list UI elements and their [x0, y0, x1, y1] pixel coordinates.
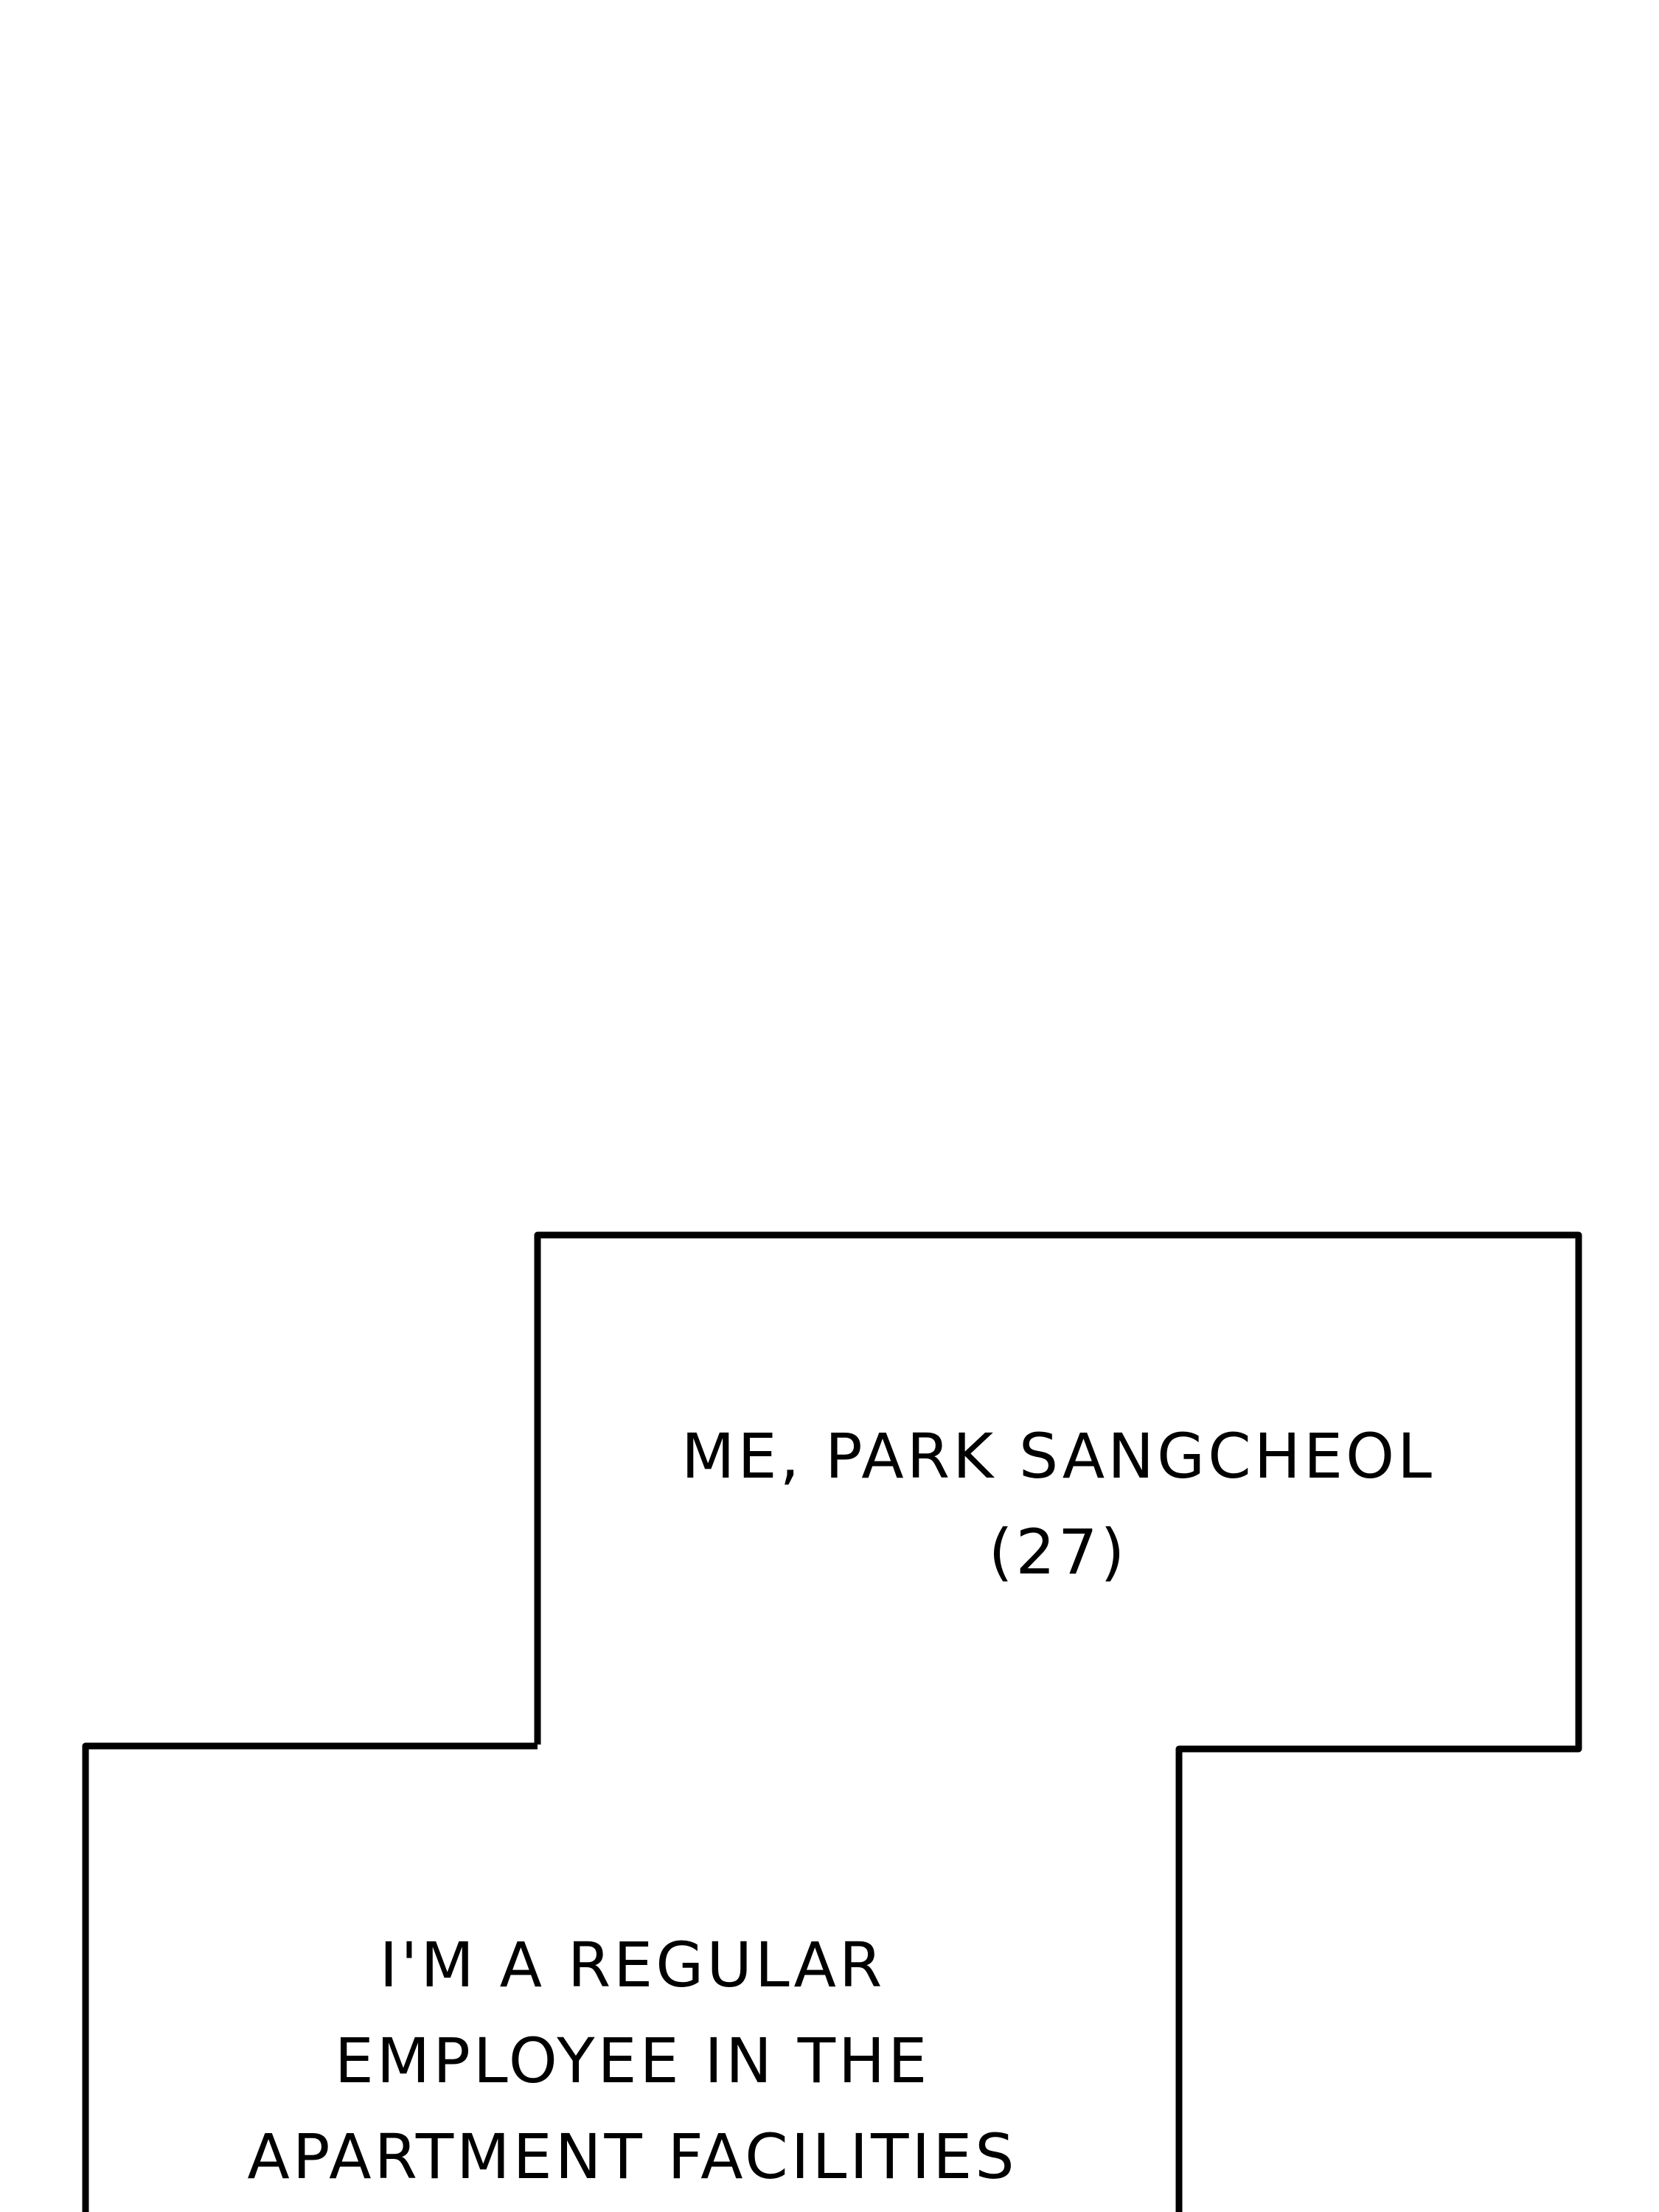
- caption-occupation: I'M A REGULAR EMPLOYEE IN THE APARTMENT …: [88, 1917, 1176, 2205]
- caption-box-lower: [82, 1742, 538, 2212]
- caption-line: (27): [988, 1516, 1128, 1588]
- caption-box-upper: [534, 1231, 1582, 2212]
- caption-name-age: ME, PARK SANGCHEOL (27): [542, 1408, 1574, 1600]
- caption-line: EMPLOYEE IN THE: [334, 2025, 931, 2097]
- caption-line: ME, PARK SANGCHEOL: [681, 1420, 1435, 1492]
- caption-line: APARTMENT FACILITIES: [247, 2121, 1018, 2193]
- caption-line: I'M A REGULAR: [379, 1929, 886, 2001]
